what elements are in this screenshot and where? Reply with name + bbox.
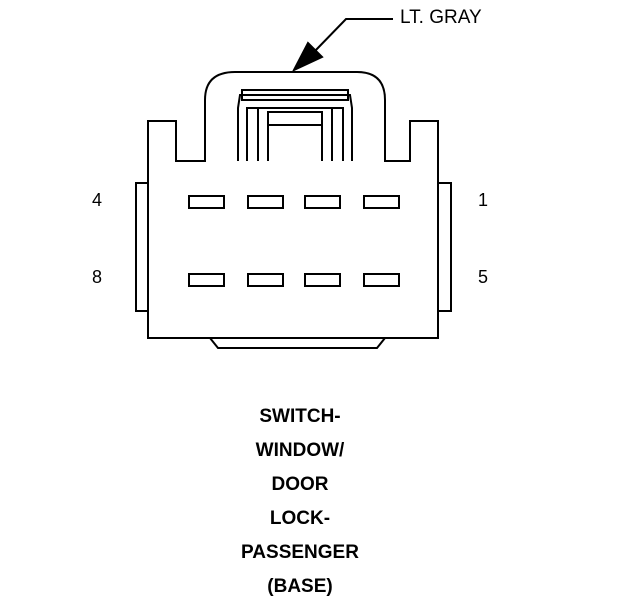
caption-line: (BASE): [267, 576, 333, 597]
terminal-cavity: [188, 273, 225, 287]
pin-label-1: 1: [478, 190, 489, 210]
connector-housing: [147, 71, 439, 339]
bottom-lip: [209, 337, 386, 349]
caption-line: LOCK-: [269, 508, 331, 529]
terminal-cavity: [363, 273, 400, 287]
latch-body: [246, 107, 344, 161]
callout-leader-line: [313, 18, 393, 53]
latch-top-bar: [241, 89, 349, 101]
terminal-cavity: [247, 273, 284, 287]
latch-inner-arch: [237, 94, 353, 161]
terminal-cavity: [188, 195, 225, 209]
pin-label-5: 5: [478, 267, 489, 287]
terminal-cavity: [247, 195, 284, 209]
pin-label-4: 4: [92, 190, 103, 210]
wire-color-label: LT. GRAY: [400, 7, 482, 28]
caption-line: DOOR: [271, 474, 329, 495]
caption-line: WINDOW/: [255, 440, 345, 461]
terminal-cavity: [363, 195, 400, 209]
callout-arrowhead: [291, 41, 324, 73]
pin-label-8: 8: [92, 267, 103, 287]
side-tab-right: [438, 182, 452, 312]
component-caption: SWITCH- WINDOW/ DOOR LOCK- PASSENGER (BA…: [150, 400, 450, 604]
caption-line: PASSENGER: [241, 542, 359, 563]
terminal-cavity: [304, 273, 341, 287]
caption-line: SWITCH-: [259, 406, 341, 427]
terminal-cavity: [304, 195, 341, 209]
side-tab-left: [135, 182, 148, 312]
